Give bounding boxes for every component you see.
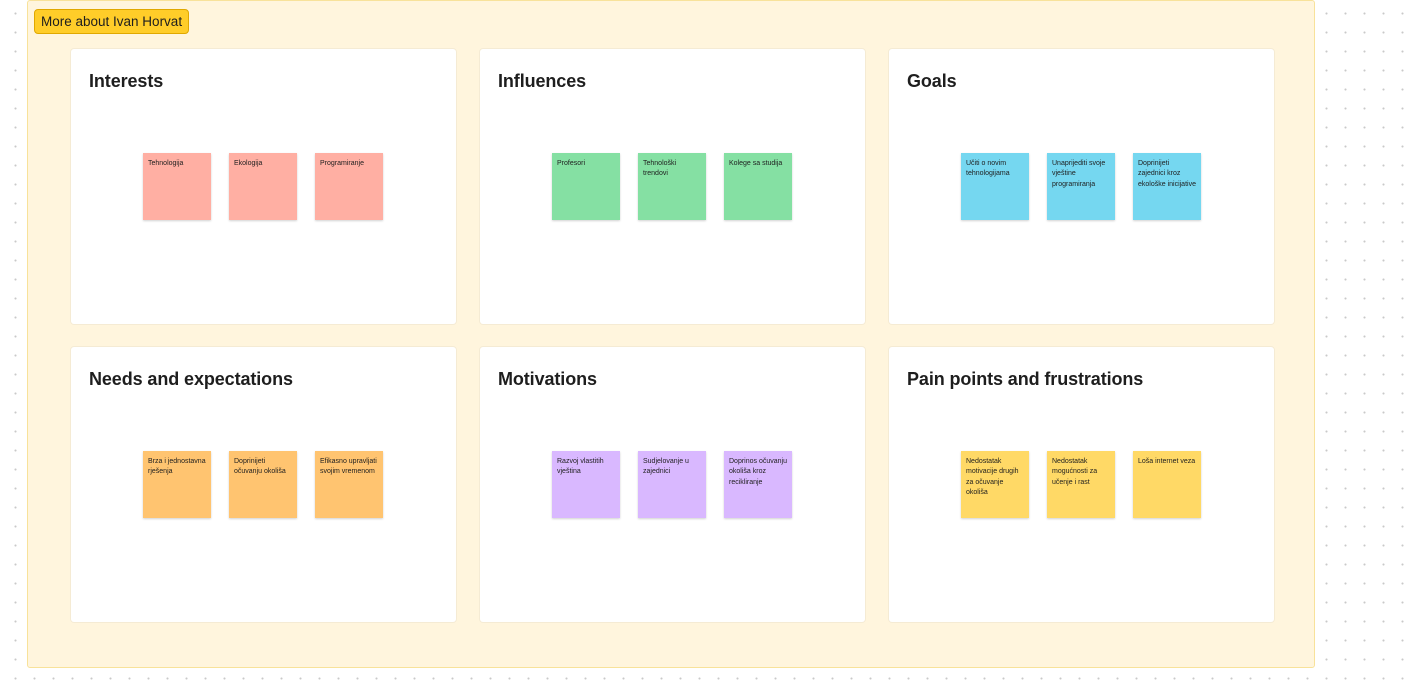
sticky-note[interactable]: Učiti o novim tehnologijama [961,153,1029,220]
sticky-note[interactable]: Programiranje [315,153,383,220]
sticky-note[interactable]: Tehnologija [143,153,211,220]
sticky-note[interactable]: Sudjelovanje u zajednici [638,451,706,518]
sticky-note[interactable]: Tehnološki trendovi [638,153,706,220]
card-title: Motivations [498,369,597,389]
card-motivations[interactable]: Motivations Razvoj vlastitih vještina Su… [480,347,865,622]
card-title: Pain points and frustrations [907,369,1144,389]
card-influences[interactable]: Influences Profesori Tehnološki trendovi… [480,49,865,324]
card-title: Interests [89,71,164,91]
card-needs-and-expectations[interactable]: Needs and expectations Brza i jednostavn… [71,347,456,622]
sticky-note[interactable]: Efikasno upravljati svojim vremenom [315,451,383,518]
card-title: Needs and expectations [89,369,293,389]
sticky-note[interactable]: Nedostatak mogućnosti za učenje i rast [1047,451,1115,518]
sticky-note[interactable]: Profesori [552,153,620,220]
sticky-note[interactable]: Doprinos očuvanju okoliša kroz reciklira… [724,451,792,518]
sticky-note[interactable]: Kolege sa studija [724,153,792,220]
sticky-note[interactable]: Brza i jednostavna rješenja [143,451,211,518]
card-interests[interactable]: Interests Tehnologija Ekologija Programi… [71,49,456,324]
card-goals[interactable]: Goals Učiti o novim tehnologijama Unapri… [889,49,1274,324]
card-title: Goals [907,71,957,91]
sticky-note[interactable]: Loša internet veza [1133,451,1201,518]
sticky-note[interactable]: Doprinijeti zajednici kroz ekološke inic… [1133,153,1201,220]
sticky-note[interactable]: Ekologija [229,153,297,220]
card-title: Influences [498,71,587,91]
sticky-note[interactable]: Doprinijeti očuvanju okoliša [229,451,297,518]
sticky-note[interactable]: Razvoj vlastitih vještina [552,451,620,518]
sticky-note[interactable]: Unaprijediti svoje vještine programiranj… [1047,153,1115,220]
sticky-note[interactable]: Nedostatak motivacije drugih za očuvanje… [961,451,1029,518]
card-pain-points[interactable]: Pain points and frustrations Nedostatak … [889,347,1274,622]
section-title[interactable]: More about Ivan Horvat [34,9,190,34]
